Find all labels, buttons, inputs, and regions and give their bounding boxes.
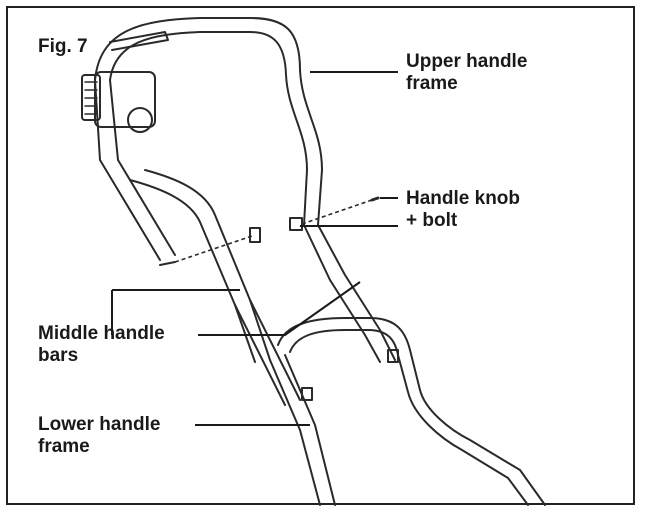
- label-line: frame: [406, 73, 458, 94]
- middle-handle-bar-left: [144, 169, 301, 401]
- label-lower-handle-frame: Lower handle frame: [38, 414, 160, 458]
- figure-title: Fig. 7: [38, 36, 88, 57]
- label-line: Upper handle: [406, 51, 528, 72]
- label-upper-handle-frame: Upper handle frame: [406, 51, 527, 95]
- label-line: + bolt: [406, 210, 458, 231]
- leader-middle-bars: [111, 281, 361, 336]
- upper-handle-frame: [94, 17, 323, 226]
- upper-handle-frame-inner: [109, 31, 308, 226]
- label-line: Middle handle: [38, 323, 165, 344]
- label-middle-handle-bars: Middle handle bars: [38, 323, 165, 367]
- label-line: frame: [38, 436, 90, 457]
- label-handle-knob-bolt: Handle knob + bolt: [406, 188, 520, 232]
- middle-handle-bar-right: [317, 224, 396, 361]
- label-line: Handle knob: [406, 188, 521, 209]
- label-line: bars: [38, 345, 79, 366]
- label-line: Lower handle: [38, 414, 161, 435]
